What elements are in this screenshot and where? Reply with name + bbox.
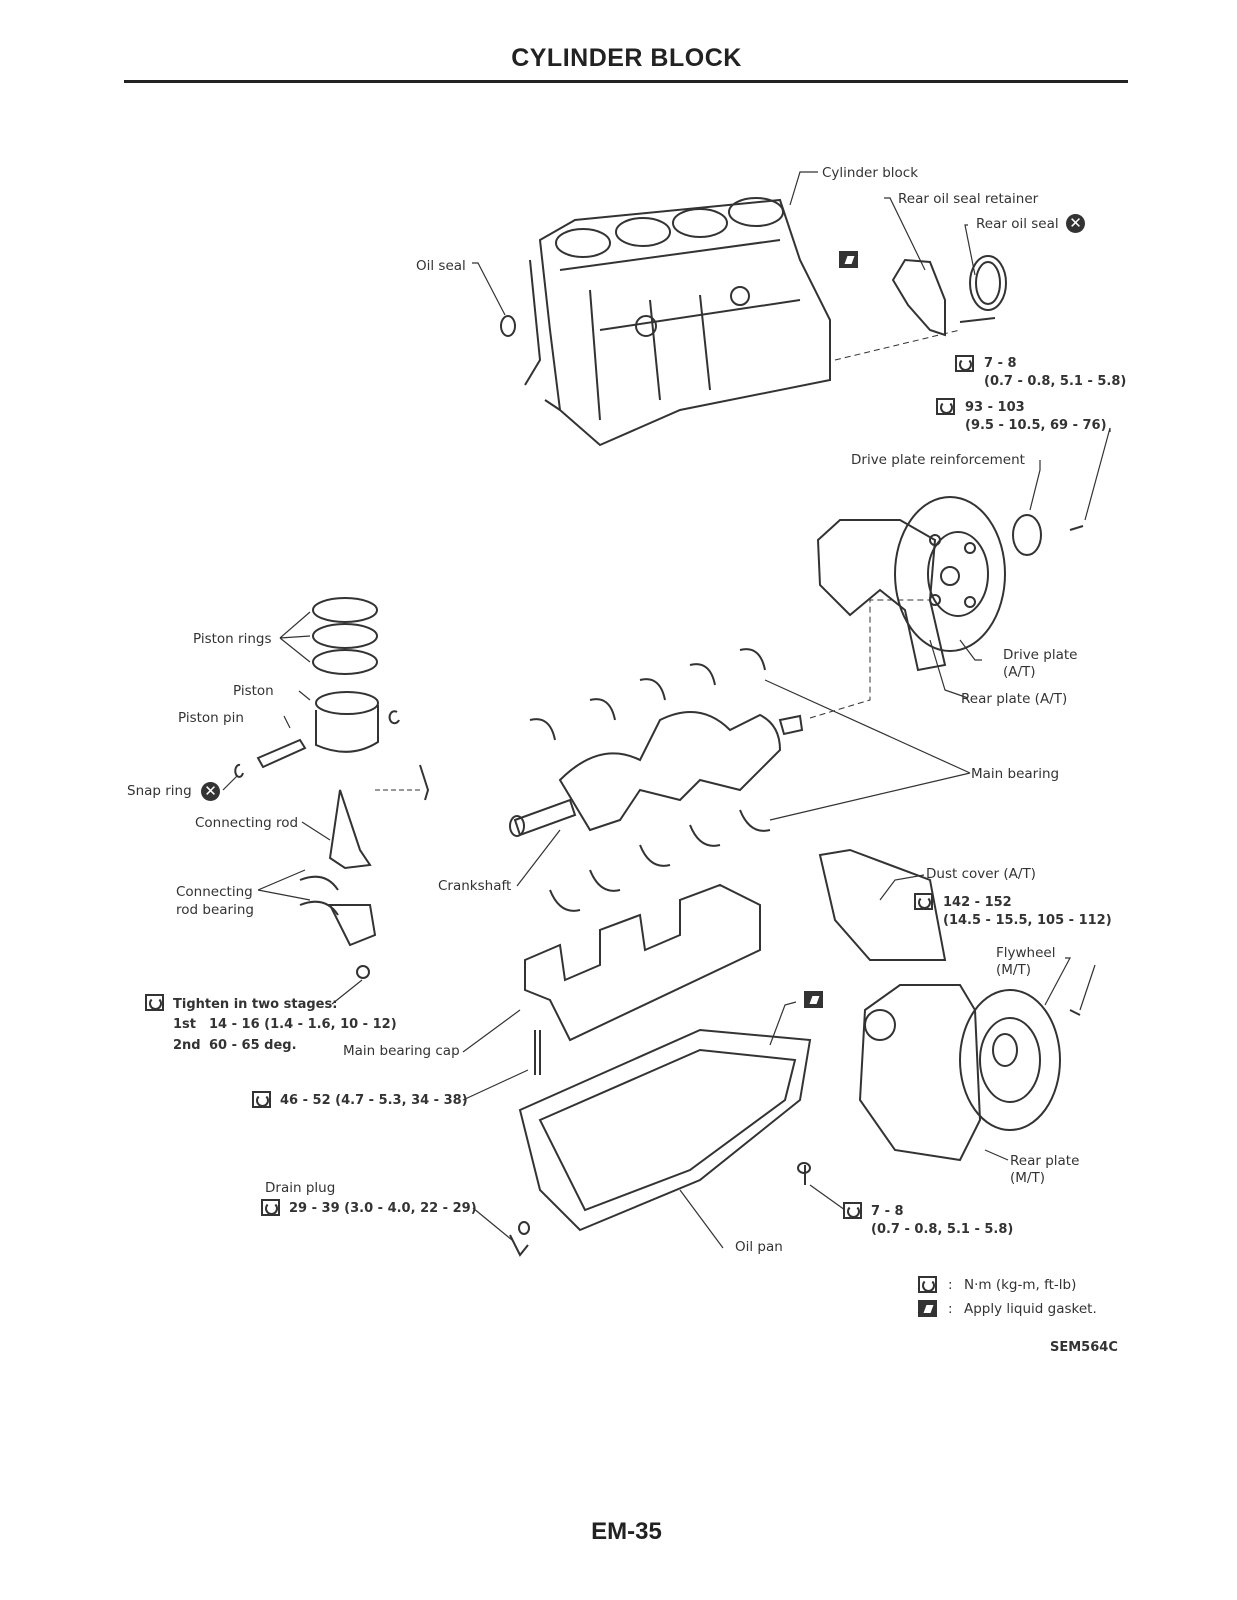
label-dust-cover: Dust cover (A/T) [926, 866, 1036, 882]
legend-colon: : [948, 1277, 953, 1293]
label-crankshaft: Crankshaft [438, 878, 512, 894]
liquid-gasket-icon [918, 1300, 937, 1317]
title-rule [124, 80, 1128, 83]
torque-icon [145, 994, 164, 1011]
flywheel-drawing [959, 989, 1061, 1131]
label-rear-plate-at: Rear plate (A/T) [961, 691, 1068, 707]
spec-flywheel-bolt-2: (14.5 - 15.5, 105 - 112) [943, 913, 1112, 928]
replace-part-icon: ✕ [201, 782, 220, 801]
label-main-bearing-cap: Main bearing cap [343, 1043, 460, 1059]
spec-pan-bolt-1: 7 - 8 [871, 1204, 904, 1219]
torque-icon [252, 1091, 271, 1108]
label-drive-plate-reinforcement: Drive plate reinforcement [851, 452, 1025, 468]
label-rear-plate-mt: Rear plate [1010, 1153, 1080, 1169]
spec-flywheel-bolt-1: 142 - 152 [943, 895, 1012, 910]
label-drain-plug: Drain plug [265, 1180, 336, 1196]
spec-retainer-bolt-1: 7 - 8 [984, 356, 1017, 371]
page-title: CYLINDER BLOCK [511, 44, 742, 72]
legend-gasket: Apply liquid gasket. [964, 1301, 1097, 1317]
label-piston-rings: Piston rings [193, 631, 272, 647]
rear-plate-mt-drawing [858, 984, 982, 1162]
label-rear-plate-mt-2: (M/T) [1010, 1170, 1045, 1186]
label-rear-oil-seal: Rear oil seal [976, 216, 1059, 232]
spec-cap-bolt: 46 - 52 (4.7 - 5.3, 34 - 38) [280, 1093, 468, 1108]
piston-pin-drawing [256, 738, 307, 769]
spec-retainer-bolt-2: (0.7 - 0.8, 5.1 - 5.8) [984, 374, 1127, 389]
torque-icon [936, 398, 955, 415]
legend-torque: N·m (kg-m, ft-lb) [964, 1277, 1077, 1293]
label-flywheel-mt: (M/T) [996, 962, 1031, 978]
torque-icon [843, 1202, 862, 1219]
label-connecting-rod: Connecting rod [195, 815, 299, 831]
label-oil-seal: Oil seal [416, 258, 466, 274]
label-oil-pan: Oil pan [735, 1239, 783, 1255]
label-connecting-rod-bearing-1: Connecting [176, 884, 253, 900]
label-connecting-rod-bearing-2: rod bearing [176, 902, 254, 918]
label-cylinder-block: Cylinder block [822, 165, 919, 181]
crankshaft-drawing [513, 798, 577, 837]
liquid-gasket-icon [804, 991, 823, 1008]
torque-icon [261, 1199, 280, 1216]
label-flywheel: Flywheel [996, 945, 1056, 961]
piston-drawing [315, 705, 379, 753]
spec-drive-plate-bolt-2: (9.5 - 10.5, 69 - 76) [965, 418, 1107, 433]
label-drive-plate-at: (A/T) [1003, 664, 1036, 680]
drive-plate-drawing [894, 496, 1006, 652]
cylinder-block-drawing [524, 197, 831, 447]
figure-code: SEM564C [1050, 1340, 1118, 1355]
spec-rod-stage2-label: 2nd [173, 1038, 201, 1053]
dust-cover-drawing [818, 848, 947, 961]
torque-icon [914, 893, 933, 910]
connecting-rod-drawing [328, 789, 372, 870]
label-piston-pin: Piston pin [178, 710, 244, 726]
spec-rod-tighten: Tighten in two stages: [173, 997, 338, 1012]
oil-pan-drawing [518, 1028, 812, 1232]
main-bearing-cap-drawing [524, 883, 761, 1042]
label-snap-ring: Snap ring [127, 783, 192, 799]
spec-pan-bolt-2: (0.7 - 0.8, 5.1 - 5.8) [871, 1222, 1014, 1237]
oil-seal-drawing [500, 315, 516, 337]
spec-drive-plate-bolt-1: 93 - 103 [965, 400, 1025, 415]
spec-rod-stage1: 14 - 16 (1.4 - 1.6, 10 - 12) [209, 1017, 397, 1032]
torque-icon [955, 355, 974, 372]
piston-ring-drawing [312, 597, 378, 623]
legend-colon: : [948, 1301, 953, 1317]
rear-oil-seal-drawing [969, 255, 1007, 311]
rear-plate-at-drawing [816, 519, 947, 672]
retainer-drawing [891, 258, 946, 337]
page-number: EM-35 [591, 1518, 662, 1545]
replace-part-icon: ✕ [1066, 214, 1085, 233]
spec-rod-stage1-label: 1st [173, 1017, 196, 1032]
label-rear-oil-seal-retainer: Rear oil seal retainer [898, 191, 1039, 207]
label-drive-plate: Drive plate [1003, 647, 1078, 663]
drive-plate-reinforcement-drawing [1012, 514, 1042, 556]
spec-rod-stage2: 60 - 65 deg. [209, 1038, 297, 1053]
label-main-bearing: Main bearing [971, 766, 1060, 782]
spec-drain-plug: 29 - 39 (3.0 - 4.0, 22 - 29) [289, 1201, 477, 1216]
label-piston: Piston [233, 683, 274, 699]
torque-icon [918, 1276, 937, 1293]
liquid-gasket-icon [839, 251, 858, 268]
